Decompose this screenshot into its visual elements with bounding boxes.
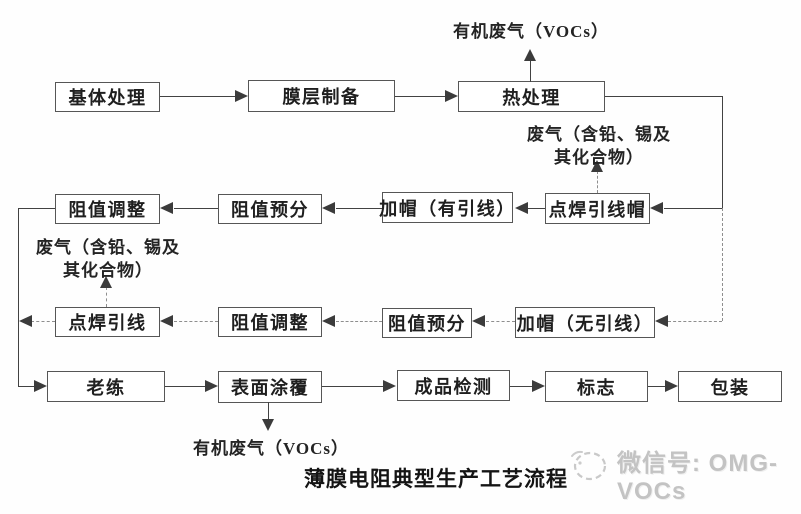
connector-line — [664, 208, 722, 209]
arrowhead-down — [262, 419, 274, 431]
arrowhead-left — [655, 315, 668, 327]
label-waste-gas-right-line2: 其化合物） — [554, 148, 644, 167]
connector-line-dashed — [486, 321, 515, 322]
arrowhead-left — [650, 202, 663, 214]
arrowhead-up — [100, 276, 112, 288]
arrowhead-up — [524, 49, 536, 61]
node-resistance-adjust-b: 阻值调整 — [218, 307, 322, 337]
connector-line — [165, 386, 206, 387]
connector-line — [722, 96, 723, 208]
label-waste-gas-left-line2: 其化合物） — [63, 261, 153, 280]
emission-line-voc-top — [530, 61, 531, 82]
connector-line — [174, 208, 218, 209]
label-waste-gas-right: 废气（含铅、锡及 其化合物） — [519, 123, 679, 169]
label-waste-gas-left-line1: 废气（含铅、锡及 — [36, 238, 180, 257]
arrowhead-right — [235, 90, 248, 102]
node-heat-treatment: 热处理 — [458, 81, 605, 112]
emission-line-voc-bottom — [268, 402, 269, 419]
emission-line-waste-right — [597, 171, 598, 193]
connector-line — [395, 96, 446, 97]
arrowhead-right — [383, 380, 396, 392]
node-marking: 标志 — [545, 371, 648, 402]
label-waste-gas-left: 废气（含铅、锡及 其化合物） — [28, 236, 188, 282]
connector-line — [510, 386, 533, 387]
arrowhead-left — [19, 315, 32, 327]
node-spot-weld-leads: 点焊引线 — [55, 307, 160, 337]
arrowhead-up — [591, 160, 603, 172]
arrowhead-left — [160, 315, 173, 327]
connector-line — [336, 208, 382, 209]
arrowhead-left — [160, 202, 173, 214]
connector-line-dashed — [722, 208, 723, 321]
wechat-doodle-icon — [566, 446, 612, 489]
node-aging: 老练 — [47, 371, 165, 402]
label-waste-gas-right-line1: 废气（含铅、锡及 — [527, 125, 671, 144]
arrowhead-left — [322, 202, 335, 214]
node-substrate-treatment: 基体处理 — [55, 82, 160, 112]
connector-line — [160, 96, 236, 97]
connector-line — [648, 386, 666, 387]
connector-line-dashed — [336, 321, 382, 322]
node-spot-weld-lead-cap: 点焊引线帽 — [545, 193, 650, 224]
connector-line-dashed — [174, 321, 218, 322]
connector-line — [18, 386, 35, 387]
node-capping-without-leads: 加帽（无引线） — [515, 307, 655, 338]
arrowhead-left — [515, 202, 528, 214]
node-capping-with-leads: 加帽（有引线） — [379, 192, 514, 223]
node-resistance-adjust-a: 阻值调整 — [55, 194, 160, 224]
node-packaging: 包装 — [678, 371, 782, 402]
arrowhead-left — [472, 315, 485, 327]
arrowhead-left — [322, 315, 335, 327]
arrowhead-right — [205, 380, 218, 392]
arrowhead-right — [532, 380, 545, 392]
connector-line — [528, 208, 545, 209]
node-final-inspection: 成品检测 — [397, 370, 510, 401]
node-film-preparation: 膜层制备 — [248, 80, 395, 112]
emission-line-waste-left — [106, 287, 107, 307]
label-voc-bottom: 有机废气（VOCs） — [192, 439, 350, 458]
watermark-wechat-id: 微信号: OMG-VOCs — [617, 450, 778, 505]
node-resistance-presort-b: 阻值预分 — [382, 308, 472, 338]
arrowhead-right — [34, 380, 47, 392]
label-voc-top: 有机废气（VOCs） — [452, 22, 610, 41]
connector-line-dashed — [31, 321, 55, 322]
arrowhead-right — [445, 90, 458, 102]
connector-line-dashed — [668, 321, 722, 322]
node-resistance-presort-a: 阻值预分 — [218, 194, 322, 224]
arrowhead-right — [665, 380, 678, 392]
connector-line — [322, 386, 384, 387]
node-surface-coating: 表面涂覆 — [218, 371, 322, 403]
connector-line — [18, 208, 55, 209]
diagram-caption: 薄膜电阻典型生产工艺流程 — [304, 467, 568, 491]
connector-line — [605, 96, 723, 97]
connector-line — [18, 208, 19, 386]
